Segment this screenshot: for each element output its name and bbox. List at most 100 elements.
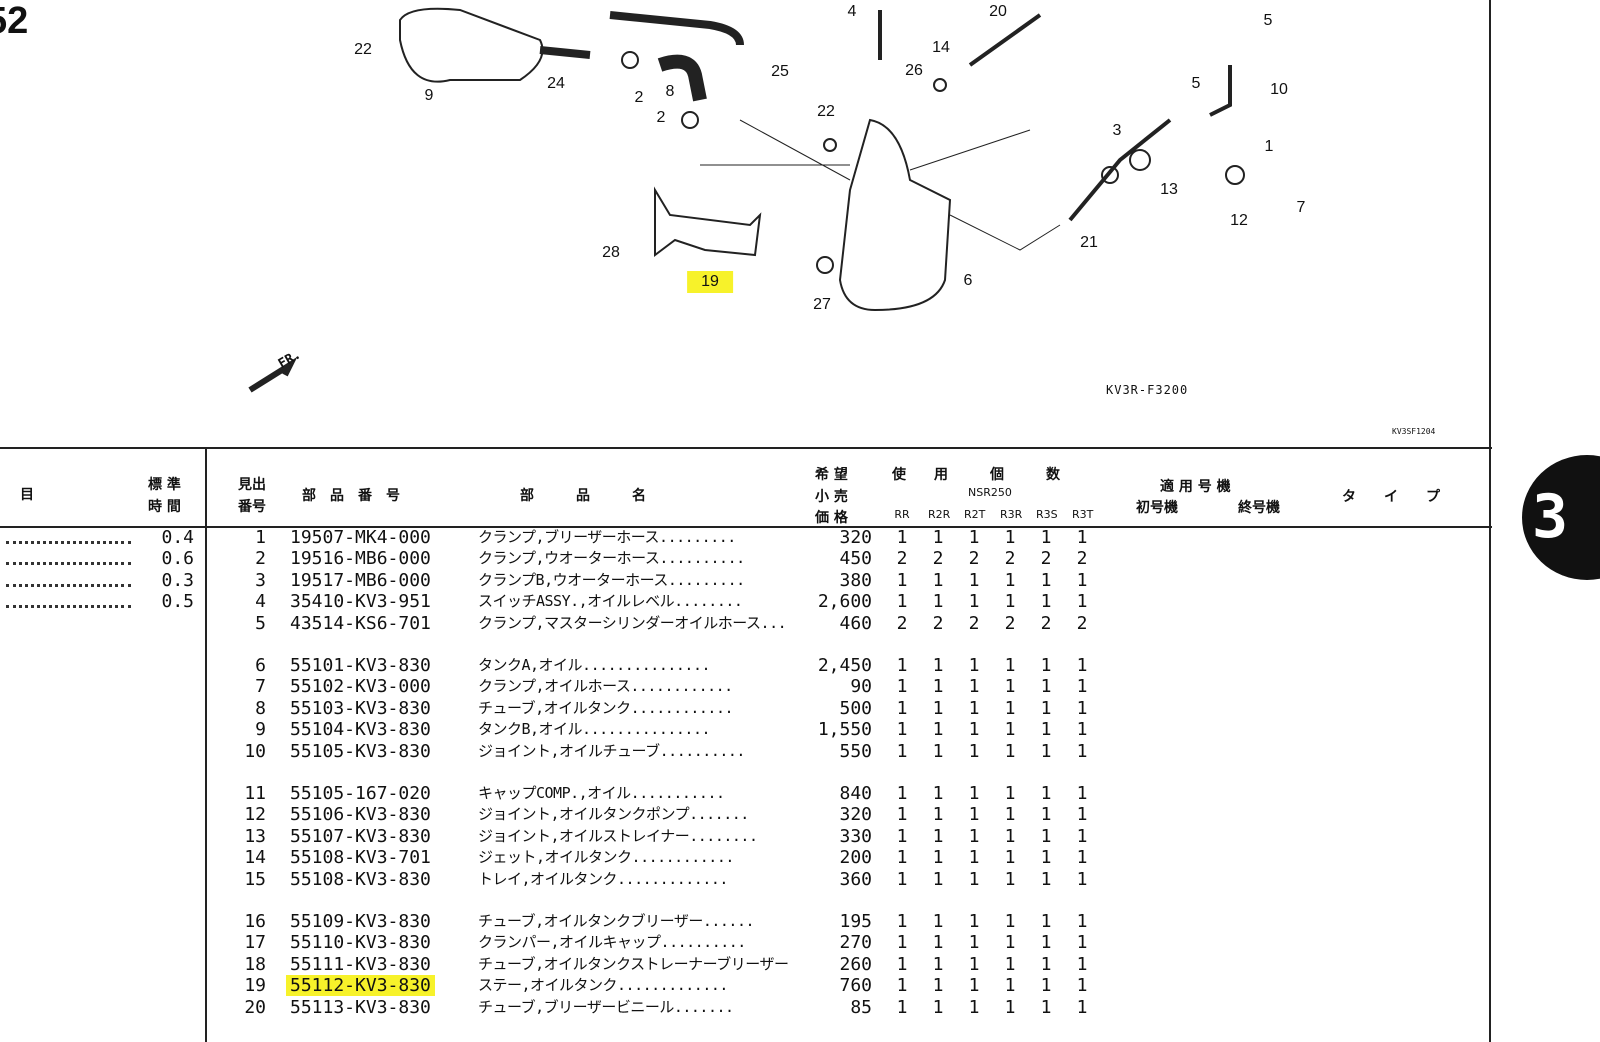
qty-cell: 1 — [1040, 953, 1052, 975]
qty-cell: 1 — [1076, 996, 1088, 1018]
price: 450 — [839, 548, 872, 570]
qty-cell: 1 — [896, 953, 908, 975]
qty-cell: 1 — [932, 783, 944, 804]
part-name: チューブ,オイルタンク............ — [478, 698, 734, 717]
qty-cell: 1 — [1040, 911, 1052, 932]
part-number: 55109-KV3-830 — [290, 911, 431, 932]
qty-cell: 1 — [1004, 569, 1016, 591]
table-row: 16 55109-KV3-830 チューブ,オイルタンクブリーザー...... … — [0, 911, 1100, 932]
qty-cell: 1 — [932, 527, 944, 548]
callout: 14 — [932, 39, 950, 56]
table-row: 12 55106-KV3-830 ジョイント,オイルタンクポンプ....... … — [0, 804, 1100, 825]
hoses-and-bolts — [878, 10, 1232, 222]
ref-number: 15 — [244, 868, 266, 890]
header-model: NSR250 — [968, 486, 1012, 499]
part-number: 55108-KV3-830 — [290, 868, 431, 890]
qty-cell: 1 — [1076, 527, 1088, 548]
part-name: ジョイント,オイルチューブ.......... — [478, 741, 745, 760]
price: 195 — [839, 911, 872, 932]
qty-cell: 1 — [1076, 932, 1088, 954]
table-row: 8 55103-KV3-830 チューブ,オイルタンク............ … — [0, 698, 1100, 719]
header-variant: R3S — [1036, 508, 1058, 521]
price: 460 — [839, 612, 872, 634]
qty-cell: 1 — [932, 676, 944, 698]
qty-cell: 1 — [932, 804, 944, 826]
oil-tank-a — [838, 118, 952, 312]
table-row: 11 55105-167-020 キャップCOMP.,オイル..........… — [0, 783, 1100, 804]
qty-cell: 1 — [1004, 719, 1016, 741]
qty-cell: 1 — [932, 697, 944, 719]
header-std-time: 時 間 — [148, 499, 181, 515]
callout: 9 — [424, 87, 434, 104]
price: 2,450 — [817, 655, 872, 676]
part-name: クランプB,ウオーターホース......... — [478, 570, 745, 589]
callout: 22 — [354, 41, 372, 58]
part-name: チューブ,オイルタンクブリーザー...... — [478, 912, 755, 930]
callout-highlighted: 19 — [687, 271, 733, 293]
qty-cell: 1 — [1004, 847, 1016, 869]
qty-cell: 1 — [1004, 697, 1016, 719]
qty-cell: 1 — [896, 996, 908, 1018]
price: 760 — [839, 975, 872, 997]
labor-dot-leader — [6, 570, 131, 587]
qty-cell: 1 — [896, 783, 908, 804]
part-name: クランプ,マスターシリンダーオイルホース... — [478, 613, 787, 632]
qty-cell: 1 — [896, 868, 908, 890]
qty-cell: 1 — [1040, 783, 1052, 804]
header-qty: 使 用 個 数 — [892, 467, 1060, 483]
qty-cell: 1 — [896, 932, 908, 954]
ref-number: 19 — [244, 975, 266, 997]
header-applicable: 適 用 号 機 — [1160, 479, 1231, 495]
qty-cell: 1 — [1076, 697, 1088, 719]
price: 380 — [839, 569, 872, 591]
ref-number: 8 — [255, 697, 266, 719]
qty-cell: 1 — [932, 868, 944, 890]
part-name: スイッチASSY.,オイルレベル........ — [478, 592, 743, 611]
section-tab: 3 — [1522, 455, 1600, 580]
qty-cell: 1 — [968, 676, 980, 698]
ref-number: 2 — [255, 548, 266, 570]
callout: 24 — [547, 75, 565, 92]
qty-cell: 1 — [1040, 591, 1052, 613]
qty-cell: 1 — [896, 911, 908, 932]
price: 840 — [839, 783, 872, 804]
part-number: 19517-MB6-000 — [290, 569, 431, 591]
divider — [1489, 0, 1491, 1042]
price: 90 — [850, 676, 872, 698]
qty-cell: 1 — [932, 719, 944, 741]
table-row: 2 19516-MB6-000 クランプ,ウオーターホース.......... … — [0, 548, 1100, 569]
divider — [0, 447, 1492, 449]
front-arrow-icon — [248, 356, 298, 393]
table-row: 20 55113-KV3-830 チューブ,ブリーザービニール....... 8… — [0, 997, 1100, 1018]
qty-cell: 1 — [1004, 825, 1016, 847]
qty-cell: 1 — [896, 975, 908, 997]
header-variant: R3T — [1072, 508, 1094, 521]
qty-cell: 1 — [1004, 804, 1016, 826]
divider — [0, 526, 1492, 528]
qty-cell: 1 — [932, 975, 944, 997]
qty-cell: 2 — [896, 612, 908, 634]
header-variant: R2R — [928, 508, 951, 521]
qty-cell: 1 — [1004, 527, 1016, 548]
qty-cell: 1 — [968, 719, 980, 741]
qty-cell: 1 — [1040, 932, 1052, 954]
part-number: 55106-KV3-830 — [290, 804, 431, 826]
part-number: 43514-KS6-701 — [290, 612, 431, 634]
diagram-code: KV3R-F3200 — [1106, 383, 1189, 397]
ref-number: 10 — [244, 740, 266, 762]
table-row: 6 55101-KV3-830 タンクA,オイル............... … — [0, 655, 1100, 676]
breather-hose — [539, 11, 744, 59]
part-name: トレイ,オイルタンク............. — [478, 869, 728, 888]
qty-cell: 1 — [1004, 676, 1016, 698]
qty-cell: 2 — [1076, 612, 1088, 634]
callout: 6 — [963, 272, 973, 289]
qty-cell: 1 — [1040, 676, 1052, 698]
price: 270 — [839, 932, 872, 954]
ref-number: 11 — [244, 783, 266, 804]
callout: 1 — [1264, 138, 1274, 155]
table-row: 1 19507-MK4-000 クランプ,ブリーザーホース......... 3… — [0, 527, 1100, 548]
part-number: 55103-KV3-830 — [290, 697, 431, 719]
qty-cell: 1 — [1040, 527, 1052, 548]
part-number: 19507-MK4-000 — [290, 527, 431, 548]
header-type: タ イ プ — [1342, 489, 1440, 505]
